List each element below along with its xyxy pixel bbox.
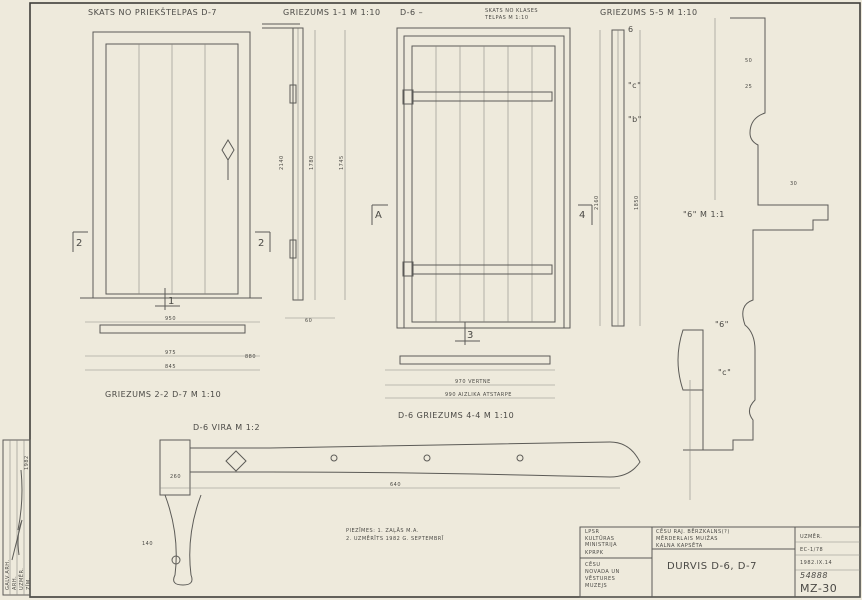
title-block-org-line3: MINISTRIJA bbox=[585, 542, 617, 548]
drawing-title: DURVIS D-6, D-7 bbox=[667, 561, 757, 572]
markers-m6b: "6" bbox=[715, 320, 729, 329]
title-block-org-line1: LPSR bbox=[585, 529, 599, 535]
title-block-client-line3: VĒSTURES bbox=[585, 575, 615, 582]
section-marker-2-right: 2 bbox=[258, 238, 265, 249]
dimensions-d-2160: 2160 bbox=[594, 195, 600, 210]
signature-role: GALV.ARH. bbox=[5, 559, 11, 590]
dimensions-d-640: 640 bbox=[390, 482, 401, 488]
title-view-d6-2: TELPAS M 1:10 bbox=[484, 15, 529, 21]
door-handle-icon bbox=[221, 139, 235, 180]
section-marker-3: 3 bbox=[467, 330, 474, 341]
markers-mc: "c" bbox=[718, 368, 731, 377]
title-block-object-line1: CĒSU RAJ. BĒRZKALNS(?) bbox=[656, 528, 730, 535]
sheet-number: MZ-30 bbox=[800, 582, 837, 595]
door-d6-elevation: 3 A 4 bbox=[371, 27, 593, 345]
dimensions-d-845: 845 bbox=[165, 364, 176, 370]
org-code: KPRPK bbox=[585, 550, 604, 556]
dimensions-d-30: 30 bbox=[790, 181, 797, 187]
title-block-client-line4: MUZEJS bbox=[585, 583, 607, 589]
title-section-5-5: GRIEZUMS 5-5 M 1:10 bbox=[600, 8, 698, 17]
signature-date: 1982 bbox=[24, 455, 30, 470]
signature-role: ARH. bbox=[12, 576, 18, 590]
dimensions-d-25: 25 bbox=[745, 84, 752, 90]
title-hinge: D-6 VIRA M 1:2 bbox=[193, 423, 260, 432]
title-section-2-2: GRIEZUMS 2-2 D-7 M 1:10 bbox=[105, 390, 221, 399]
title-block-client-line2: NOVADA UN bbox=[585, 569, 620, 575]
hinge-detail: D-6 VIRA M 1:2 640 140 bbox=[142, 423, 641, 586]
dimensions-d-990: 990 AIZLIKA ATSTARPE bbox=[445, 392, 512, 398]
dimensions-d-970: 970 VERTNE bbox=[455, 379, 491, 385]
section-2-2: 950 975 845 GRIEZUMS 2-2 D-7 M 1:10 bbox=[85, 316, 260, 399]
dimension-label: 2140 bbox=[279, 155, 285, 170]
dimensions-d-975: 975 bbox=[165, 350, 176, 356]
sheet-border bbox=[29, 2, 861, 598]
profile-detail: "6" M 1:1 "6" "c" 50 25 30 bbox=[677, 17, 829, 500]
section-5-5: 2160 1850 6 "c" "b" bbox=[594, 25, 642, 327]
title-section-1-1: GRIEZUMS 1-1 M 1:10 bbox=[283, 8, 381, 17]
dimensions-d-1745: 1745 bbox=[339, 155, 345, 170]
title-block-org-line2: KULTŪRAS bbox=[585, 535, 614, 542]
detail-marker-b: "b" bbox=[628, 115, 642, 124]
hinge-icon bbox=[402, 89, 414, 277]
title-block-date: 1982.IX.14 bbox=[800, 560, 832, 566]
detail-6-title: "6" M 1:1 bbox=[683, 210, 725, 219]
title-block: LPSR KULTŪRAS MINISTRIJA KPRPK CĒSU NOVA… bbox=[579, 526, 861, 598]
dimensions-d-950: 950 bbox=[165, 316, 176, 322]
title-d6-prefix: D-6 – bbox=[400, 8, 423, 17]
title-view-d6-1: SKATS NO KLASES bbox=[485, 8, 538, 14]
dimensions-d-1780: 1780 bbox=[309, 155, 315, 170]
dimensions-d-60: 60 bbox=[305, 318, 312, 324]
signature-role: UZMĒR. bbox=[18, 568, 25, 590]
inventory-number: 54888 bbox=[800, 571, 828, 580]
note-line-2: 2. UZMĒRĪTS 1982 G. SEPTEMBRĪ bbox=[346, 535, 444, 542]
signature-role: ZĪM. bbox=[25, 577, 32, 590]
title-block-code: EC-1/78 bbox=[800, 547, 823, 553]
title-block-object-line3: KALNA KAPSĒTA bbox=[656, 542, 703, 549]
title-block-object-line2: MĒRDERLAIS MUIŽAS bbox=[656, 534, 718, 542]
note-line-1: PIEZĪMES: 1. ZAĻĀS M.A. bbox=[346, 527, 419, 534]
section-marker-4: 4 bbox=[579, 210, 586, 221]
dimensions-d-1850: 1850 bbox=[634, 195, 640, 210]
detail-marker-c: "c" bbox=[628, 81, 641, 90]
section-marker-2-left: 2 bbox=[76, 238, 83, 249]
signature-strip: GALV.ARH.ARH.UZMĒR.ZĪM. 1982 bbox=[2, 439, 32, 596]
section-marker-1: 1 bbox=[168, 296, 175, 307]
door-ledge-top bbox=[411, 91, 553, 102]
dimension-label: 880 bbox=[245, 354, 256, 360]
title-view-d7: SKATS NO PRIEKŠTELPAS D-7 bbox=[88, 6, 217, 17]
dimensions-d-50: 50 bbox=[745, 58, 752, 64]
door-ledge-bottom bbox=[411, 264, 553, 275]
detail-marker-6: 6 bbox=[628, 25, 634, 34]
section-1-1: 1780 1745 60 bbox=[262, 23, 346, 324]
title-section-4-4: D-6 GRIEZUMS 4-4 M 1:10 bbox=[398, 411, 514, 420]
section-marker-a: A bbox=[375, 210, 382, 221]
section-4-4: 970 VERTNE 990 AIZLIKA ATSTARPE D-6 GRIE… bbox=[385, 355, 555, 420]
door-d7-elevation: 1 2 2 bbox=[72, 31, 271, 310]
title-block-client-line1: CĒSU bbox=[585, 561, 600, 568]
dimension-label: 260 bbox=[170, 474, 181, 480]
title-block-measured: UZMĒR. bbox=[800, 533, 822, 540]
dimensions-d-140: 140 bbox=[142, 541, 153, 547]
